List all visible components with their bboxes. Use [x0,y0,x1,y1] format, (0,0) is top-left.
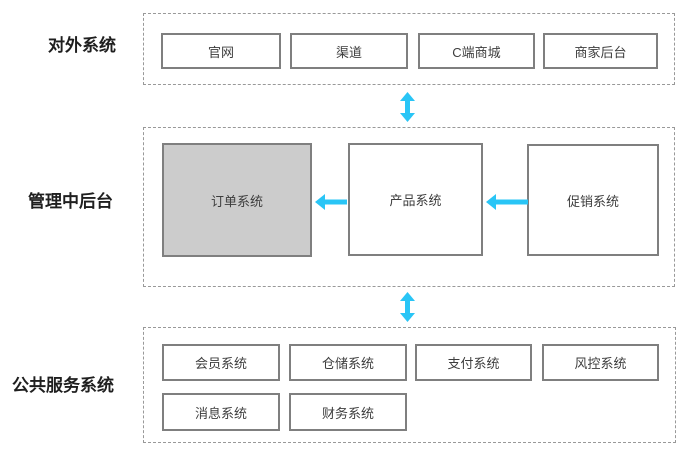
system-box-warehouse: 仓储系统 [289,344,407,381]
bidirectional-arrow-icon [400,292,415,322]
system-box-member: 会员系统 [162,344,280,381]
system-box-official-site: 官网 [161,33,281,69]
bidirectional-arrow-icon [400,92,415,122]
layer-label-management: 管理中后台 [28,192,113,211]
external-systems-group [143,13,675,85]
system-box-message: 消息系统 [162,393,280,431]
left-arrow-icon [315,194,347,210]
management-systems-group [143,127,675,287]
system-box-finance: 财务系统 [289,393,407,431]
system-box-payment: 支付系统 [415,344,532,381]
system-box-order: 订单系统 [162,143,312,257]
layer-label-external: 对外系统 [48,36,116,55]
public-service-systems-group [143,327,676,443]
system-box-channel: 渠道 [290,33,408,69]
system-box-risk-control: 风控系统 [542,344,659,381]
system-box-promotion: 促销系统 [527,144,659,256]
layer-label-public-services: 公共服务系统 [12,376,114,395]
system-box-merchant-backend: 商家后台 [543,33,658,69]
system-box-c-mall: C端商城 [418,33,535,69]
left-arrow-icon [486,194,528,210]
system-box-product: 产品系统 [348,143,483,256]
